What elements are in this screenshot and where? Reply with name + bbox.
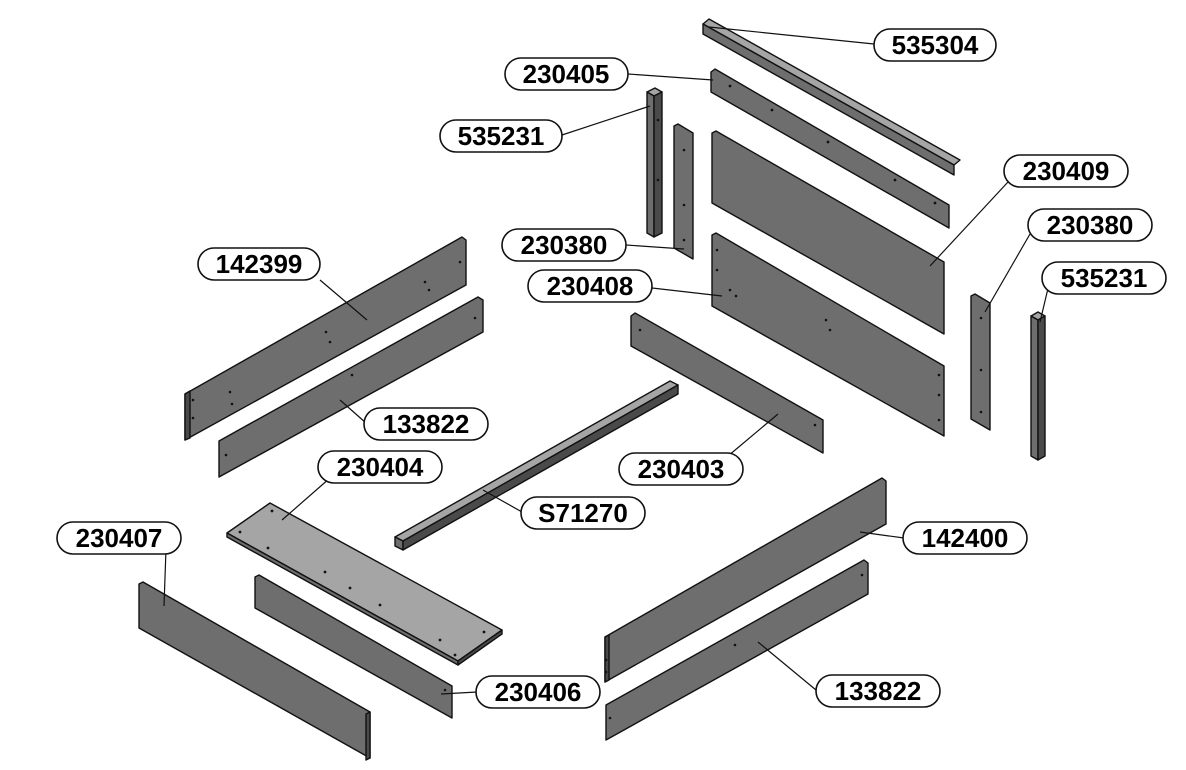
part-230403-strip (630, 312, 824, 454)
part-230407-panel (138, 581, 371, 761)
callout-text: S71270 (538, 498, 628, 528)
part-230380-strip-center (673, 123, 694, 260)
callout-text: 535231 (1061, 263, 1148, 293)
callout-label-230403: 230403 (618, 452, 744, 486)
part-230405-strip (710, 68, 950, 229)
callout-label-230408: 230408 (527, 269, 653, 303)
callout-text: 133822 (835, 676, 922, 706)
callout-text: 230409 (1023, 156, 1110, 186)
callout-label-535231: 535231 (439, 119, 563, 153)
part-535304-rail (702, 18, 961, 176)
part-133822-strip-right (605, 559, 869, 741)
callout-label-230409: 230409 (1003, 154, 1129, 188)
part-230404-plate (226, 502, 503, 666)
callout-text: 230404 (337, 452, 424, 482)
callout-text: 142400 (922, 523, 1009, 553)
part-133822-strip-left (218, 296, 484, 478)
part-535231-post-right (1030, 311, 1046, 461)
part-230408-panel (711, 232, 945, 437)
callout-text: 230407 (76, 523, 163, 553)
callout-label-133822: 133822 (363, 407, 489, 441)
callout-label-535304: 535304 (873, 28, 997, 62)
callout-text: 230406 (495, 677, 582, 707)
callout-text: 133822 (383, 409, 470, 439)
leader-lines (163, 26, 1051, 695)
part-230406-strip (254, 574, 453, 719)
callout-label-230404: 230404 (317, 450, 443, 484)
callout-label-230380: 230380 (501, 228, 627, 262)
part-230380-strip-right (970, 293, 991, 431)
callout-text: 230405 (523, 59, 610, 89)
callout-text: 535231 (458, 121, 545, 151)
callout-text: 142399 (216, 249, 303, 279)
part-142400-panel (604, 477, 887, 683)
part-S71270-bar (394, 380, 679, 551)
callout-label-142399: 142399 (197, 247, 321, 281)
callout-label-535231: 535231 (1041, 261, 1167, 295)
callout-label-133822: 133822 (815, 674, 941, 708)
part-535231-post-left (646, 87, 663, 238)
callout-label-230407: 230407 (56, 521, 182, 555)
callout-label-142400: 142400 (902, 521, 1028, 555)
callout-label-230405: 230405 (504, 57, 629, 91)
callout-label-230380: 230380 (1027, 208, 1153, 242)
callout-text: 230380 (521, 230, 608, 260)
callout-text: 230408 (547, 271, 634, 301)
callout-text: 230380 (1047, 210, 1134, 240)
callout-label-S71270: S71270 (520, 496, 646, 530)
callout-text: 230403 (638, 454, 725, 484)
callout-label-230406: 230406 (475, 675, 601, 709)
part-230409-panel (711, 130, 945, 335)
callout-text: 535304 (892, 30, 979, 60)
part-142399-panel (184, 236, 467, 441)
